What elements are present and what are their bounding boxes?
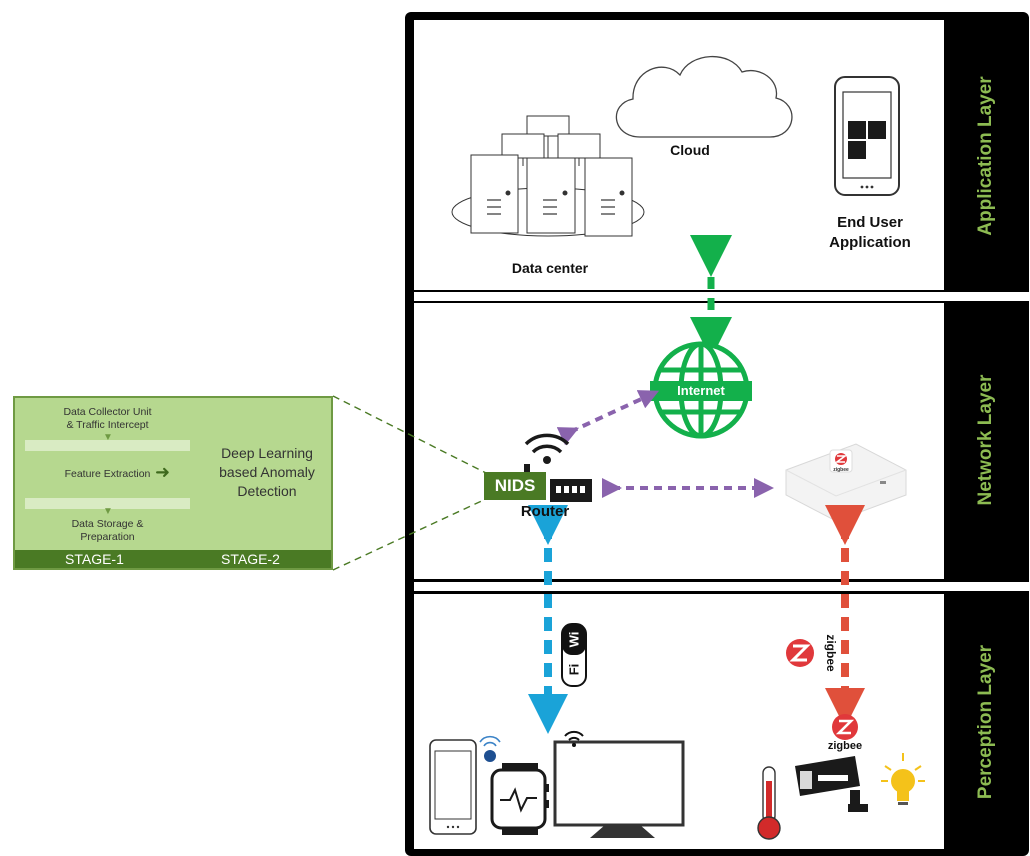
step-data-storage-line2: Preparation bbox=[80, 531, 135, 543]
arrow-down-icon: ▼ bbox=[103, 432, 113, 443]
network-layer-label: Network Layer bbox=[975, 374, 996, 506]
step-data-collector-line1: Data Collector Unit bbox=[63, 406, 152, 418]
stage1-label: STAGE-1 bbox=[65, 551, 124, 567]
callout-line-top bbox=[332, 395, 489, 475]
router-label: Router bbox=[520, 503, 570, 520]
stage2-label: STAGE-2 bbox=[221, 551, 280, 567]
arrow-right-icon: ➜ bbox=[155, 462, 171, 482]
thermometer-icon bbox=[757, 766, 781, 840]
arrow-down-icon-2: ▼ bbox=[103, 506, 113, 517]
data-center-icon bbox=[451, 115, 645, 237]
application-layer-label: Application Layer bbox=[975, 76, 996, 236]
zigbee-logo-icon bbox=[786, 639, 814, 667]
cloud-label: Cloud bbox=[670, 142, 710, 158]
light-bulb-icon bbox=[881, 753, 925, 805]
smartwatch-icon bbox=[490, 763, 549, 835]
nids-detail-box: Data Collector Unit & Traffic Intercept … bbox=[13, 396, 333, 570]
zigbee-hub-text: zigbee bbox=[833, 467, 849, 473]
zigbee-hub-icon bbox=[785, 443, 907, 522]
layer-separator-1 bbox=[414, 292, 1030, 301]
stage2-description: Deep Learning based Anomaly Detection bbox=[197, 444, 337, 501]
network-layer-panel bbox=[414, 303, 944, 579]
stage2-text-line3: Detection bbox=[237, 483, 297, 499]
perception-layer-label: Perception Layer bbox=[975, 644, 996, 800]
internet-label: Internet bbox=[677, 383, 725, 398]
smartphone-icon bbox=[834, 76, 900, 196]
mobile-phone-icon bbox=[429, 735, 501, 835]
nids-tag bbox=[484, 472, 546, 500]
stage2-text-line2: based Anomaly bbox=[219, 464, 315, 480]
process-bar-1 bbox=[25, 440, 190, 451]
camera-zigbee-logo-icon bbox=[832, 714, 858, 740]
wifi-badge-text-f: Fi bbox=[566, 663, 582, 676]
zigbee-badge-text: zigbee bbox=[824, 634, 838, 672]
step-data-collector-line2: & Traffic Intercept bbox=[66, 419, 149, 431]
wifi-badge-icon bbox=[561, 623, 587, 687]
end-user-label-line2: Application bbox=[829, 234, 911, 251]
camera-zigbee-text: zigbee bbox=[827, 740, 863, 752]
data-center-label: Data center bbox=[511, 260, 589, 276]
internet-band bbox=[650, 381, 752, 401]
arrow-router-internet bbox=[556, 390, 660, 446]
step-feature-extraction: Feature Extraction bbox=[64, 468, 151, 480]
security-camera-icon bbox=[795, 756, 868, 812]
wifi-badge-text-w: Wi bbox=[566, 631, 582, 648]
stage2-text-line1: Deep Learning bbox=[221, 445, 313, 461]
process-bar-2 bbox=[25, 498, 190, 509]
stage-footer: STAGE-1 STAGE-2 bbox=[15, 550, 331, 568]
cloud-icon bbox=[615, 55, 793, 138]
nids-tag-label: NIDS bbox=[494, 476, 536, 495]
step-data-storage-line1: Data Storage & bbox=[71, 518, 144, 530]
end-user-label-line1: End User bbox=[837, 214, 903, 231]
callout-line-bottom bbox=[332, 497, 489, 571]
smart-tv-icon bbox=[553, 730, 685, 838]
layer-separator-2 bbox=[414, 582, 1030, 591]
